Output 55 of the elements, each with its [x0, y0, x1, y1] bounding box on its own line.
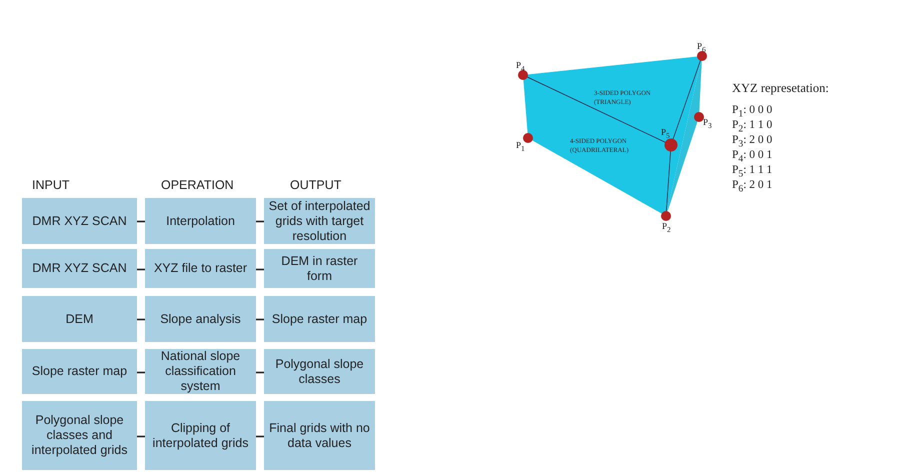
box-text: Polygonal slope classes and interpolated grids: [30, 413, 128, 458]
connector-line: [137, 372, 145, 374]
connector-line: [137, 268, 145, 270]
box-text: Final grids with no data values: [268, 420, 371, 450]
process-box: [22, 198, 137, 244]
process-box: [145, 401, 256, 470]
box-text: Slope raster map: [32, 364, 128, 379]
process-box: [22, 401, 137, 470]
connector-line: [256, 318, 264, 320]
connector-line: [256, 372, 264, 374]
box-text: Interpolation: [166, 214, 235, 228]
connector-line: [256, 220, 264, 222]
connector-line: [137, 318, 145, 320]
box-text: Clipping of interpolated grids: [152, 420, 250, 450]
box-text: Set of interpolated grids with target resolution: [268, 198, 371, 244]
box-text: Slope raster map: [272, 312, 368, 326]
process-box: [264, 296, 375, 342]
column-heading: OUTPUT: [290, 178, 342, 192]
box-text: DMR XYZ SCAN: [32, 261, 127, 276]
point-label: P$_{4}$: [516, 60, 525, 73]
point-label: P$_{5}$: [661, 127, 670, 140]
coordinate-row: P$_{3}$: 2 0 0: [732, 134, 772, 150]
process-box: [22, 249, 137, 288]
box-text: National slope classification system: [160, 349, 242, 394]
connector-line: [256, 268, 264, 270]
coordinate-row: P$_{2}$: 1 1 0: [732, 119, 772, 134]
box-text: DEM: [66, 312, 94, 326]
process-box: [145, 296, 256, 342]
connector-line: [137, 436, 145, 438]
connector-line: [256, 436, 264, 438]
connector-line: [137, 220, 145, 222]
coordinate-row: P$_{6}$: 2 0 1: [732, 179, 772, 194]
coordinate-row: P$_{4}$: 0 0 1: [732, 149, 772, 164]
point-label: P$_{1}$: [516, 140, 525, 153]
process-box: [264, 249, 375, 288]
process-box: [22, 349, 137, 394]
process-box: [264, 401, 375, 470]
process-box: [22, 296, 137, 342]
box-text: DEM in raster form: [280, 254, 359, 284]
process-box: [145, 249, 256, 288]
coordinate-row: P$_{1}$: 0 0 0: [732, 104, 772, 120]
column-heading: OPERATION: [161, 178, 234, 192]
point-label: P$_{2}$: [662, 221, 671, 234]
box-text: Slope analysis: [160, 312, 241, 326]
coordinate-row: P$_{5}$: 1 1 1: [732, 164, 772, 180]
column-heading: INPUT: [32, 178, 70, 192]
process-box: [145, 349, 256, 394]
table-heading: XYZ represetation:: [732, 81, 829, 96]
box-text: DMR XYZ SCAN: [32, 214, 127, 228]
box-text: XYZ file to raster: [154, 261, 248, 276]
box-text: Polygonal slope classes: [274, 356, 365, 386]
process-box: [264, 349, 375, 394]
point-label: P$_{3}$: [703, 117, 712, 130]
point-label: P$_{6}$: [697, 41, 706, 54]
process-box: [145, 198, 256, 244]
